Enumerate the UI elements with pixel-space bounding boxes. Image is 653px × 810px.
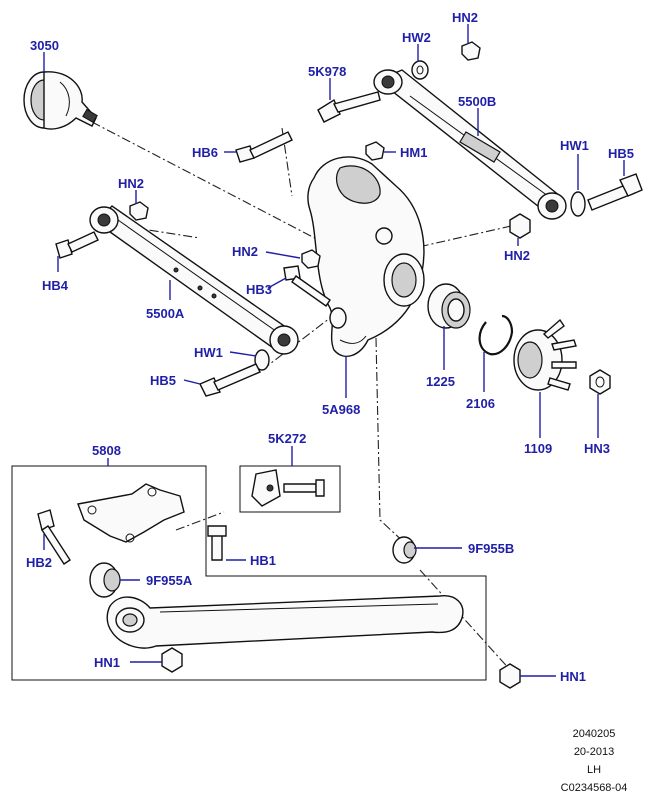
nut-hn3[interactable] [589,369,611,395]
bush-9f955a[interactable] [89,562,121,598]
label-hb4[interactable]: HB4 [42,278,69,293]
label-5k978[interactable]: 5K978 [308,64,346,79]
nut-hn2-left[interactable] [129,201,149,221]
label-5500a[interactable]: 5500A [146,306,185,321]
washer-hw1-right[interactable] [570,191,586,217]
circlip-2106[interactable] [478,314,514,356]
footer-code-2: 20-2013 [573,746,615,758]
label-hb5-left[interactable]: HB5 [150,373,176,388]
nut-hn1-right[interactable] [499,663,521,689]
label-1109[interactable]: 1109 [524,441,552,456]
label-5500b[interactable]: 5500B [458,94,496,109]
bolt-hb1[interactable] [207,525,227,561]
bracket-5808[interactable] [77,483,185,543]
washer-hw2[interactable] [411,60,429,80]
label-9f955b[interactable]: 9F955B [468,541,514,556]
label-3050[interactable]: 3050 [30,38,59,53]
upper-link-5500b[interactable] [373,69,567,220]
label-5808[interactable]: 5808 [92,443,121,458]
label-hn3[interactable]: HN3 [584,441,610,456]
label-5k272[interactable]: 5K272 [268,431,306,446]
bush-9f955b[interactable] [392,536,417,564]
callout-labels: 3050 HN2 HW2 5K978 5500B HB6 HM1 HW1 HB5… [26,10,634,684]
label-hb6[interactable]: HB6 [192,145,218,160]
washer-hw1-left[interactable] [254,349,270,371]
label-hn2-top[interactable]: HN2 [452,10,478,25]
nut-hm1[interactable] [365,141,385,161]
bolt-5k978[interactable] [317,91,381,123]
label-hn1-left[interactable]: HN1 [94,655,120,670]
bolt-hb5-left[interactable] [199,363,261,397]
label-hn1-right[interactable]: HN1 [560,669,586,684]
label-hm1[interactable]: HM1 [400,145,427,160]
label-2106[interactable]: 2106 [466,396,495,411]
nut-hn2-mid[interactable] [301,249,321,269]
trailing-arm[interactable] [106,595,464,649]
label-hn2-mid[interactable]: HN2 [232,244,258,259]
assembly-center-lines [91,121,521,673]
nut-hn2-right[interactable] [509,213,531,239]
bolt-hb4[interactable] [55,231,99,259]
label-hb5-right[interactable]: HB5 [608,146,634,161]
wheel-hub-1109[interactable] [513,318,577,391]
label-hw1-right[interactable]: HW1 [560,138,589,153]
kit-5808-frame [11,465,487,681]
knuckle-5a968[interactable] [307,156,425,358]
label-hb2[interactable]: HB2 [26,555,52,570]
nut-hn2-top[interactable] [461,41,481,61]
bolt-hb5-right[interactable] [587,173,643,211]
lower-link-5500a[interactable] [89,205,299,355]
drive-shaft-cv-joint[interactable] [23,71,98,130]
leader-lines [43,24,625,677]
label-5a968[interactable]: 5A968 [322,402,360,417]
footer-side: LH [586,764,602,776]
label-1225[interactable]: 1225 [426,374,455,389]
adjuster-5k272[interactable] [251,469,325,507]
label-9f955a[interactable]: 9F955A [146,573,193,588]
label-hn2-right[interactable]: HN2 [504,248,530,263]
kit-5k272-frame [239,465,341,513]
footer-ref: C0234568-04 [560,782,628,794]
label-hw2[interactable]: HW2 [402,30,431,45]
bolt-hb3[interactable] [283,265,331,307]
bolt-hb6[interactable] [235,131,293,163]
label-hw1-left[interactable]: HW1 [194,345,223,360]
nut-hn1-left[interactable] [161,647,183,673]
label-hb1[interactable]: HB1 [250,553,276,568]
footer-code-1: 2040205 [572,728,616,740]
label-hn2-left[interactable]: HN2 [118,176,144,191]
label-hb3[interactable]: HB3 [246,282,272,297]
wheel-bearing-1225[interactable] [427,283,471,329]
bolt-hb2[interactable] [37,509,71,565]
